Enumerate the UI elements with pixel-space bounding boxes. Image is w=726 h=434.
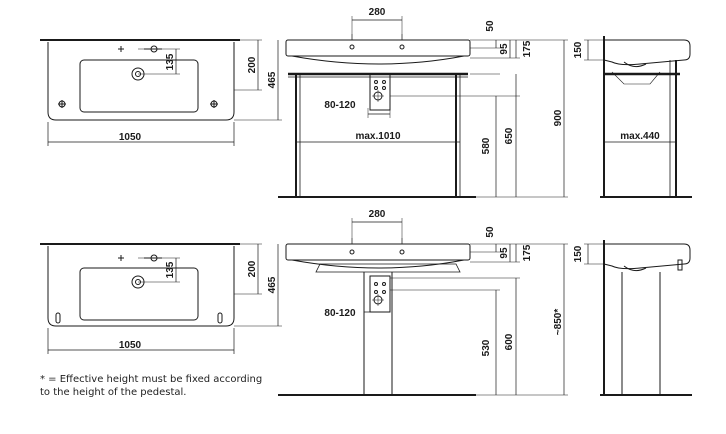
label-width-top: 1050 <box>119 132 142 143</box>
label-waste-bottom: 80-120 <box>324 308 356 319</box>
label-600: 600 <box>504 333 515 350</box>
footnote-line-1: * = Effective height must be fixed accor… <box>40 374 263 385</box>
label-135-top: 135 <box>165 53 176 70</box>
label-465-bottom: 465 <box>267 276 278 293</box>
label-200-top: 200 <box>247 56 258 73</box>
label-width-bottom: 1050 <box>119 340 142 351</box>
label-175-bottom: 175 <box>522 244 533 261</box>
bottom-plan-view <box>40 243 282 354</box>
footnote-line-2: to the height of the pedestal. <box>40 387 187 398</box>
label-95-bottom: 95 <box>499 247 510 259</box>
front-view-frame <box>278 16 568 198</box>
label-175-top: 175 <box>522 40 533 57</box>
label-135-bottom: 135 <box>165 261 176 278</box>
label-580: 580 <box>481 137 492 154</box>
label-waste-top: 80-120 <box>324 100 356 111</box>
top-plan-view <box>40 39 282 146</box>
side-view-pedestal <box>584 240 692 396</box>
label-530: 530 <box>481 339 492 356</box>
label-150-bottom: 150 <box>573 245 584 262</box>
label-900: 900 <box>553 109 564 126</box>
label-50-bottom: 50 <box>485 226 496 238</box>
label-850: ~850* <box>553 309 564 336</box>
label-frame-depth: max.440 <box>620 131 660 142</box>
label-280-top: 280 <box>369 7 386 18</box>
label-200-bottom: 200 <box>247 260 258 277</box>
footnote: * = Effective height must be fixed accor… <box>40 373 280 399</box>
label-50-top: 50 <box>485 20 496 32</box>
label-frame-width: max.1010 <box>355 131 400 142</box>
label-280-bottom: 280 <box>369 209 386 220</box>
front-view-pedestal <box>278 218 568 396</box>
label-650: 650 <box>504 127 515 144</box>
side-view-frame <box>584 36 692 198</box>
label-150-top: 150 <box>573 41 584 58</box>
label-95-top: 95 <box>499 43 510 55</box>
label-465-top: 465 <box>267 71 278 88</box>
